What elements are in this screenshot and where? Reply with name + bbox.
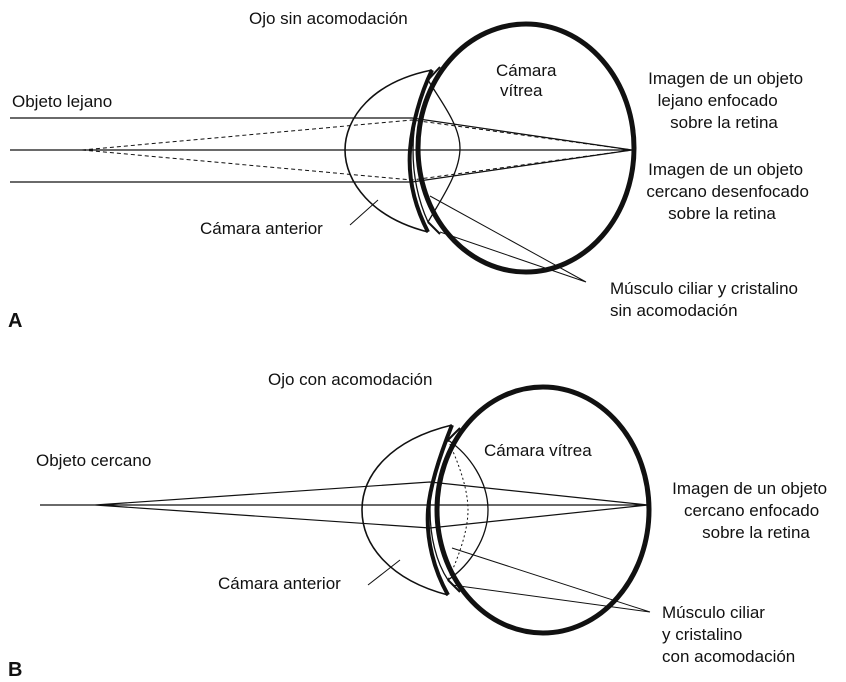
muscle-label-b: Músculo ciliar y cristalino con acomodac… [662,603,795,666]
image-blurred-label-a: Imagen de un objeto cercano desenfocado … [646,160,813,223]
leader-anterior-b [367,559,401,586]
cornea-b [361,424,453,596]
eyeball-b [434,384,652,636]
panel-b: Ojo con acomodación Objeto cercano Cámar… [8,370,832,681]
muscle-label-a: Músculo ciliar y cristalino sin acomodac… [610,279,803,320]
rays-near-dashed-a [81,119,633,181]
near-object-label: Objeto cercano [36,451,151,470]
anterior-label-a: Cámara anterior [200,219,323,238]
vitreous-label-b: Cámara vítrea [484,441,592,460]
rays-near-b [40,481,649,529]
image-focused-label-a: Imagen de un objeto lejano enfocado sobr… [648,69,808,132]
far-object-label: Objeto lejano [12,92,112,111]
eyeball-a [415,21,637,275]
lens-a [412,78,461,224]
image-focused-label-b: Imagen de un objeto cercano enfocado sob… [672,479,832,542]
panel-b-letter: B [8,659,22,681]
panel-a: Ojo sin acomodación Objeto lejano Cámara… [8,9,813,332]
leader-muscle-a [429,195,587,283]
panel-b-title: Ojo con acomodación [268,370,432,389]
lens-outline-dotted-b [447,439,469,581]
leader-muscle-b [451,547,651,613]
vitreous-label-a: Cámara vítrea [496,61,561,100]
leader-anterior-a [349,199,379,226]
panel-a-letter: A [8,310,22,332]
anterior-label-b: Cámara anterior [218,574,341,593]
panel-a-title: Ojo sin acomodación [249,9,408,28]
rays-far-a [10,117,633,183]
